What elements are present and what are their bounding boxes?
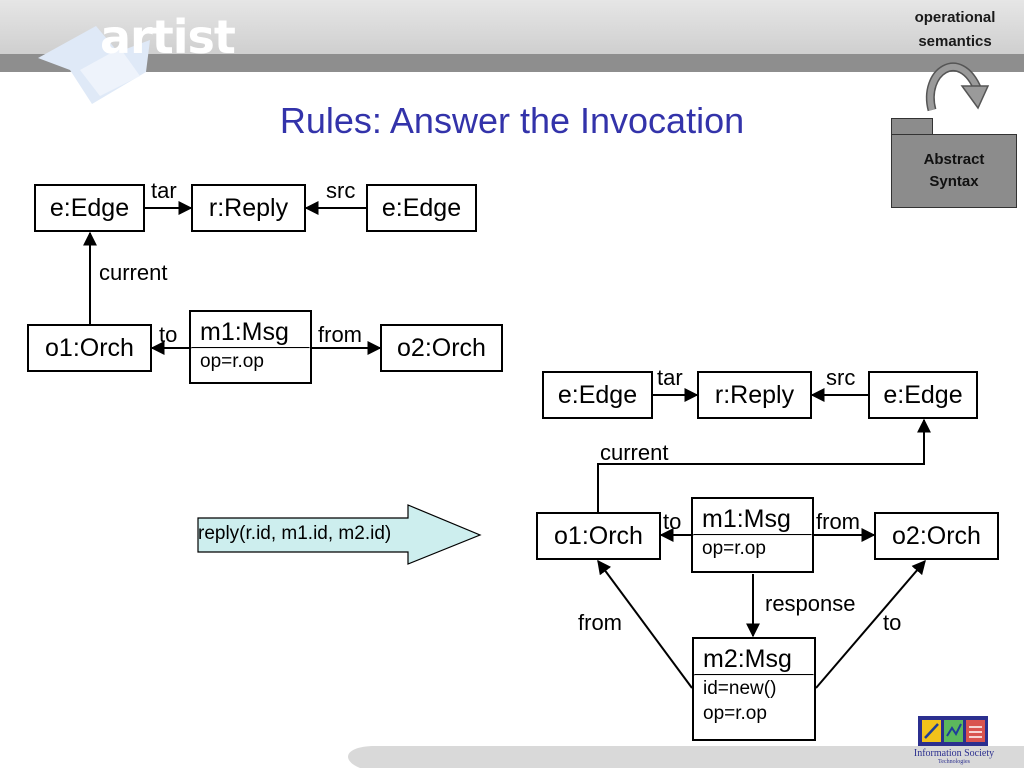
lhs-tar-label: tar [151,178,177,203]
rhs-msg1-attr: op=r.op [702,538,766,559]
lhs-msg-node: m1:Msg op=r.op [189,310,312,384]
rhs-m2-to-edge [815,559,926,689]
header-stripe [0,54,1024,72]
transformation-label: reply(r.id, m1.id, m2.id) [198,523,392,544]
lhs-edge-right-node: e:Edge [366,184,477,232]
lhs-orch2-node: o2:Orch [380,324,503,372]
header-band [0,0,1024,54]
rhs-msg2-separator [694,674,814,676]
abstract-syntax-line1: Abstract [923,151,985,168]
rhs-to-label: to [663,509,682,534]
abstract-syntax-line2: Syntax [929,173,979,190]
lhs-orch1-node: o1:Orch [27,324,152,372]
lhs-from-label: from [318,322,362,347]
lhs-msg-attr: op=r.op [200,351,264,372]
rhs-from2-label: from [578,610,622,635]
semantics-label: operational semantics [880,6,1024,54]
lhs-msg-separator [191,347,310,349]
lhs-src-label: src [326,178,356,203]
logo-text: artist [100,10,236,64]
lhs-current-label: current [99,260,168,285]
rhs-current-edge [597,418,931,512]
lhs-to-label: to [159,322,178,347]
rhs-current-label: current [600,440,669,465]
rhs-response-label: response [765,591,856,616]
slide-title: Rules: Answer the Invocation [279,100,745,141]
rhs-m2-from-edge [597,559,693,689]
semantics-curved-arrow [925,62,990,112]
rhs-edge-right-node: e:Edge [868,371,978,419]
abstract-syntax-package: Abstract Syntax [891,134,1017,208]
rhs-msg1-node: m1:Msg op=r.op [691,497,814,573]
rhs-msg2-title: m2:Msg [703,645,792,673]
rhs-src-label: src [826,365,856,390]
rhs-from-label: from [816,509,860,534]
rhs-orch1-node: o1:Orch [536,512,661,560]
rhs-msg2-node: m2:Msg id=new() op=r.op [692,637,816,741]
rhs-msg1-separator [693,534,812,536]
rhs-msg2-attr2: op=r.op [703,703,767,724]
ist-subcaption: Technologies [938,759,970,765]
rhs-msg1-title: m1:Msg [702,505,791,533]
rhs-edge-left-node: e:Edge [542,371,653,419]
lhs-edge-left-node: e:Edge [34,184,145,232]
ist-caption: Information Society [913,748,995,759]
lhs-msg-title: m1:Msg [200,318,289,346]
rhs-reply-node: r:Reply [697,371,812,419]
rhs-tar-label: tar [657,365,683,390]
semantics-label-line2: semantics [918,33,992,50]
lhs-reply-node: r:Reply [191,184,306,232]
transformation-arrow [197,504,482,565]
rhs-to2-label: to [883,610,902,635]
rhs-orch2-node: o2:Orch [874,512,999,560]
semantics-label-line1: operational [914,9,996,26]
rhs-msg2-attr1: id=new() [703,678,777,699]
